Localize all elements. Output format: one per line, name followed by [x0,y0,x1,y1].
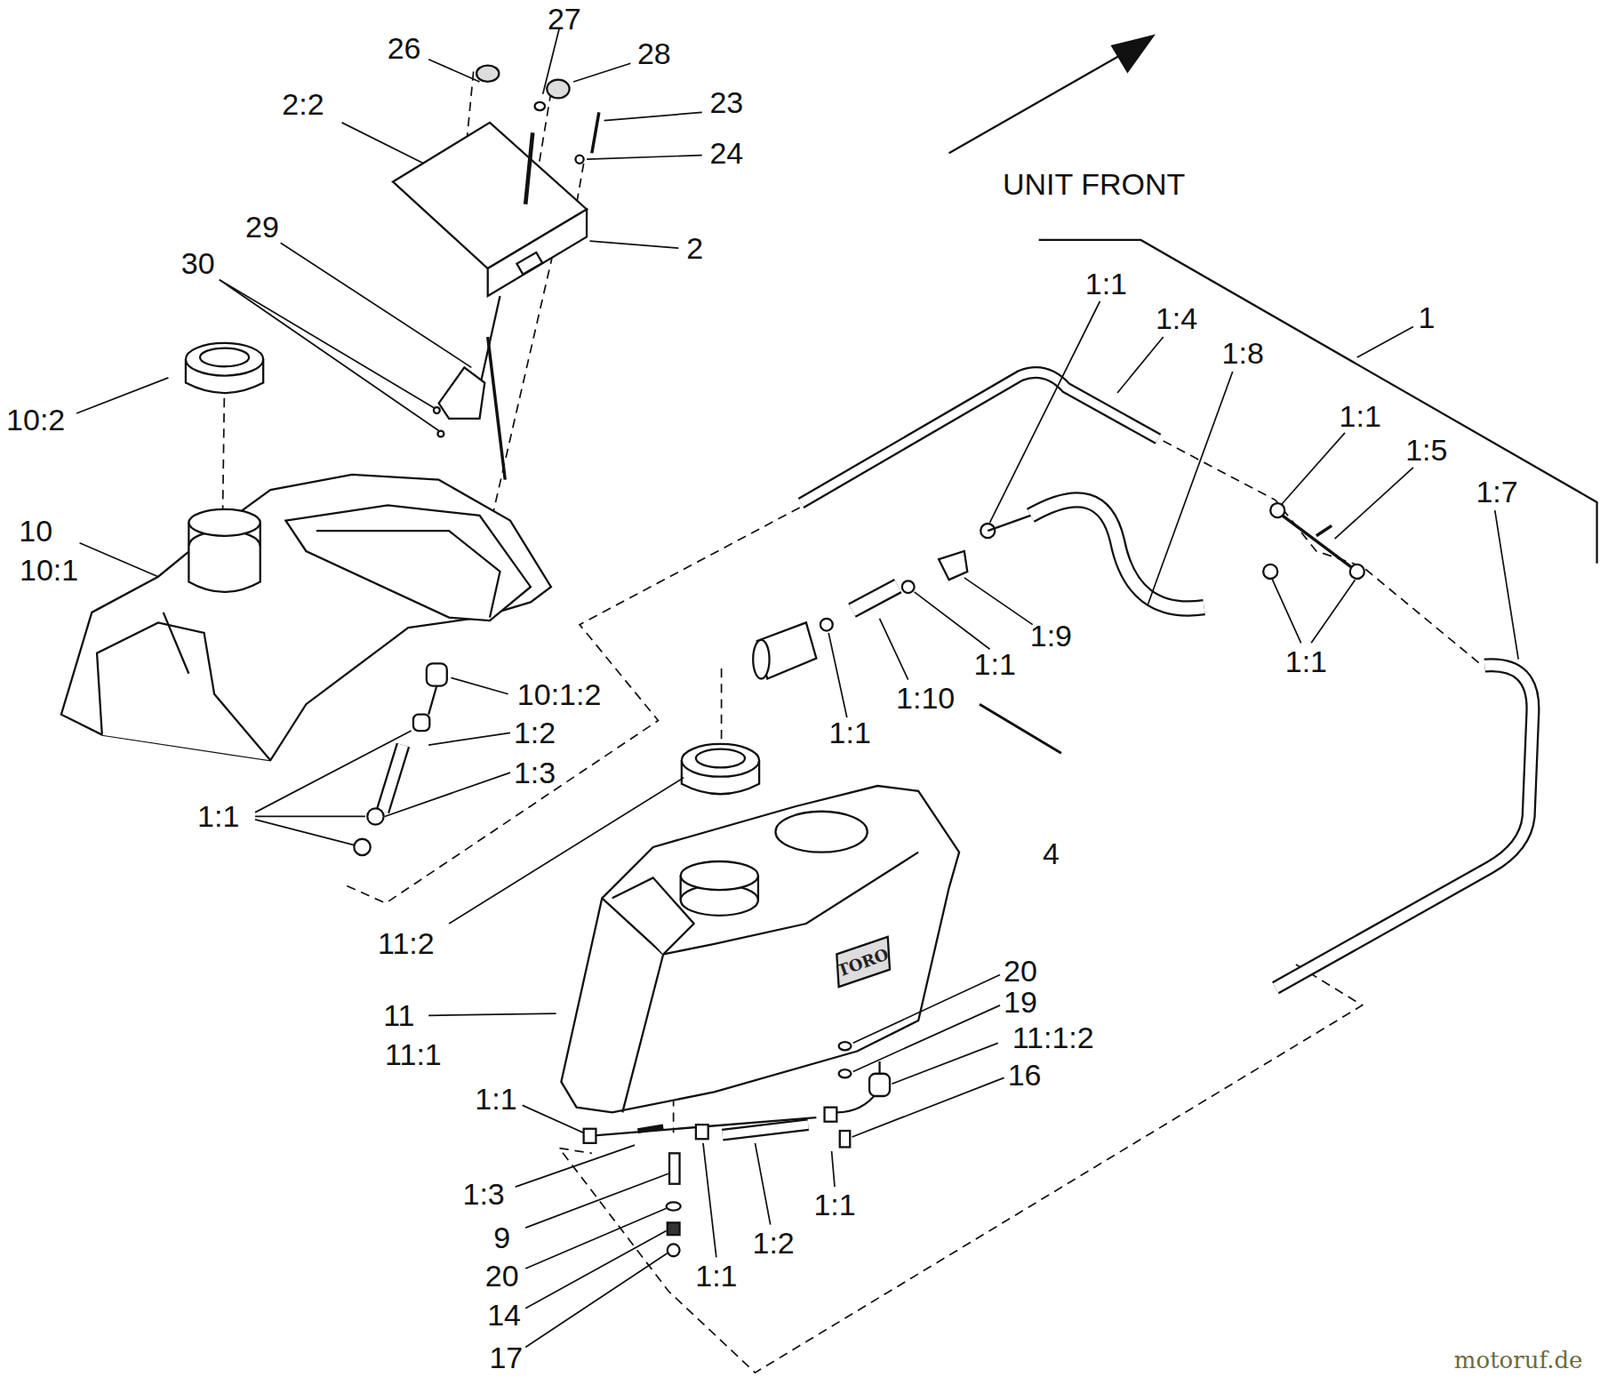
callout-number: 1:1 [813,1189,856,1220]
callout-number: 10:1 [19,554,79,585]
arrow-head [1112,35,1153,72]
callout-number: 17 [488,1342,523,1373]
direction-label: UNIT FRONT [1002,168,1185,200]
callout-number: 1:10 [896,682,955,713]
callout-number: 2 [686,232,704,264]
callout-number: 1:2 [513,717,556,748]
callout-number: 1:2 [752,1227,795,1258]
callout-number: 30 [181,248,216,279]
callout-number: 27 [547,3,582,34]
callout-number: 20 [1003,955,1038,986]
callout-number: 19 [1003,986,1038,1017]
callout-number: 1:8 [1222,337,1264,368]
callout-number: 16 [1008,1059,1042,1090]
callout-number: 24 [709,137,744,168]
callout-number: 1:1 [197,800,240,832]
callout-number: 1:7 [1475,476,1518,507]
control-plate [488,208,587,296]
assembly-line [222,71,1480,1373]
fuel-cap [681,744,760,794]
watermark: motoruf.de [1454,1348,1584,1372]
callout-number: 11 [383,1000,415,1031]
group-bracket [1039,240,1598,564]
callout-number: 20 [485,1260,520,1291]
callout-number: 28 [637,38,672,69]
callout-number: 23 [709,87,744,118]
fuel-cap [185,343,264,393]
callout-number: 1:1 [1285,646,1328,677]
callout-number: 10:1:2 [517,679,602,710]
leader-line [76,28,1519,1347]
callout-number: 11:1 [384,1039,442,1070]
cable-tie [979,704,1062,753]
callout-number: 4 [1042,838,1060,869]
callout-number: 1:5 [1405,434,1448,465]
callout-number: 1:3 [513,757,556,788]
callout-number: 1:9 [1030,620,1072,651]
callout-number: 1:3 [462,1178,504,1209]
callout-number: 14 [487,1299,521,1330]
callout-number: 1:4 [1155,303,1198,334]
callout-number: 1:1 [474,1083,517,1114]
callout-number: 9 [493,1222,511,1253]
callout-number: 26 [387,32,422,64]
callout-number: 1:1 [695,1260,737,1291]
callout-number: 29 [245,211,280,242]
callout-number: 1:1 [1339,400,1382,432]
logo-text: TORO [835,945,891,979]
callout-number: 1:1 [829,717,872,748]
callout-number: 2:2 [281,88,324,120]
callout-number: 10:2 [6,404,65,435]
callout-number: 1:1 [1085,268,1128,299]
callout-number: 1:1 [974,648,1016,680]
callout-number: 1 [1417,302,1435,333]
fuel-tank [560,785,960,1112]
callout-number: 11:1:2 [1012,1022,1095,1053]
callout-number: 11:2 [377,928,435,959]
fuel-tank [61,474,552,760]
direction-arrow [949,51,1128,154]
callout-number: 10 [18,515,53,546]
